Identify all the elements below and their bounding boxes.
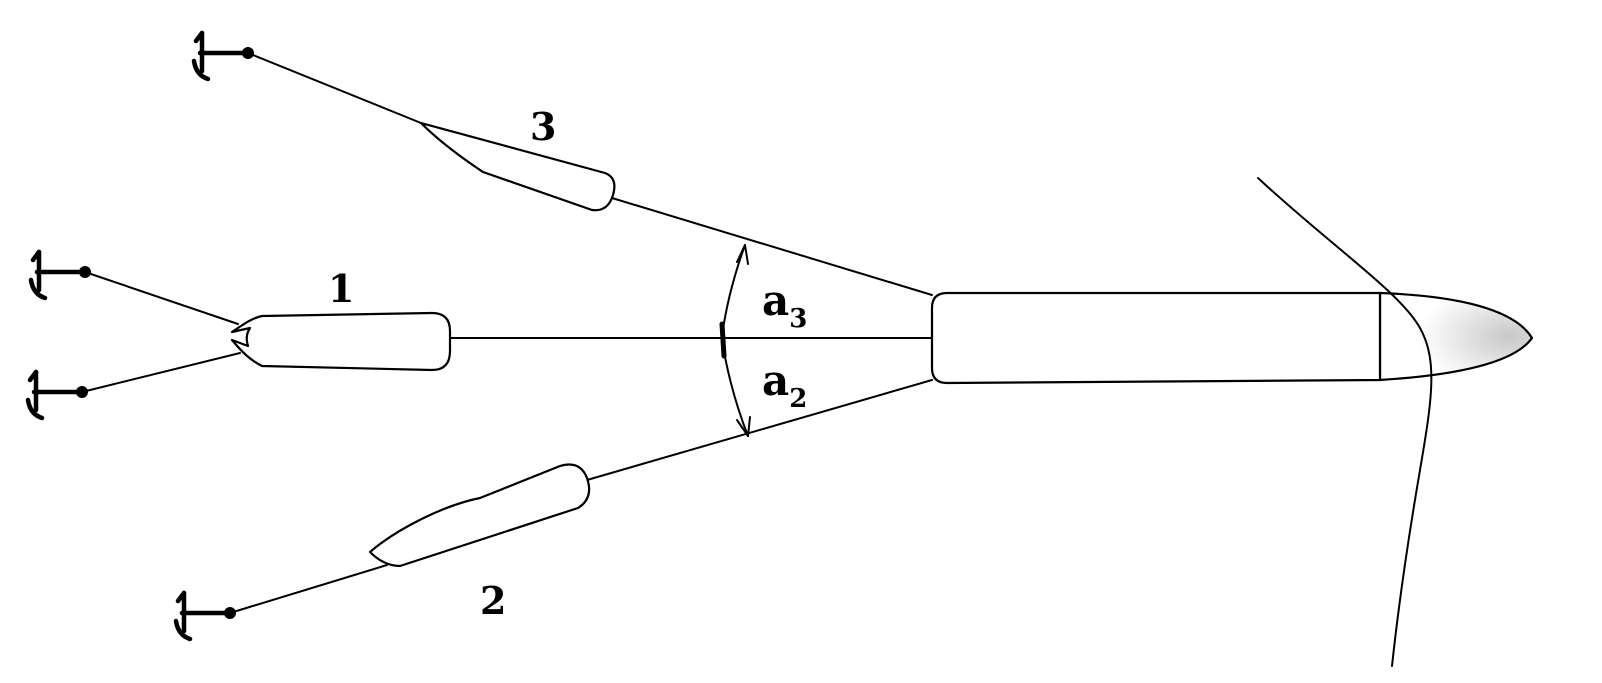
shoreline-curve <box>1257 177 1433 667</box>
anchor-icon <box>191 30 254 82</box>
angle-a2-subscript: 2 <box>789 384 807 414</box>
vessel-3 <box>247 52 616 212</box>
vessel-1-hull <box>230 311 452 372</box>
arrowhead-a2-bottom <box>736 416 751 437</box>
angle-a3-label: a3 <box>762 276 807 334</box>
vessel-1-mooring-upper <box>84 271 239 325</box>
angle-a2-letter: a <box>762 356 789 405</box>
vessel-3-label: 3 <box>530 104 556 149</box>
vessel-1-label: 1 <box>328 266 354 311</box>
vessel-2-hull <box>368 463 591 568</box>
large-vessel <box>930 291 1534 385</box>
tow-line-3 <box>611 197 933 296</box>
large-vessel-bow <box>1378 291 1534 382</box>
vessel-2-mooring <box>229 564 388 614</box>
angle-a3-letter: a <box>762 276 789 325</box>
vessel-3-mooring <box>247 52 422 124</box>
angle-center-tick <box>719 321 727 359</box>
tow-lines <box>449 197 933 481</box>
anchor-icon <box>25 369 88 421</box>
anchor-icon <box>173 590 236 642</box>
vessel-3-hull <box>419 121 616 212</box>
angle-a3-subscript: 3 <box>789 304 807 334</box>
arrowhead-a3-top <box>736 244 749 265</box>
vessel-2-label: 2 <box>480 578 506 623</box>
vessel-1 <box>81 271 452 393</box>
vessel-2 <box>229 463 591 614</box>
tow-line-2 <box>586 379 933 481</box>
angle-arc-a3 <box>721 244 746 337</box>
angle-arcs <box>719 244 751 437</box>
angle-a2-label: a2 <box>762 356 807 414</box>
large-vessel-hull <box>930 291 1382 385</box>
vessel-1-mooring-lower <box>81 352 241 393</box>
anchor-icon <box>28 249 91 301</box>
